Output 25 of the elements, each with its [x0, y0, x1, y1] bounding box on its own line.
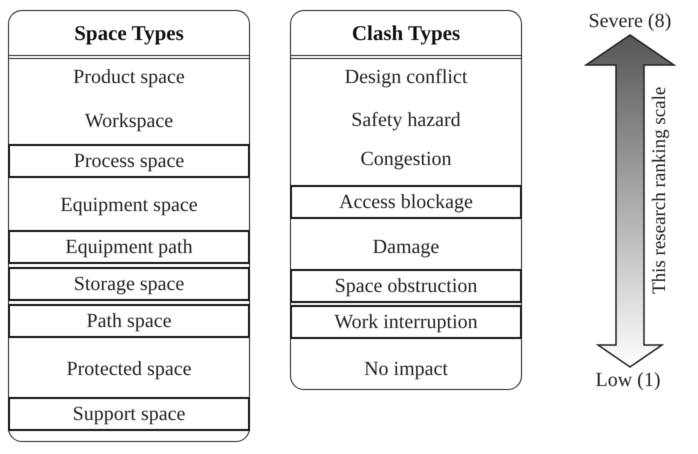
- scale-end-label: Low (1): [596, 369, 660, 392]
- highlighted-item: Process space: [8, 144, 250, 178]
- highlighted-item: Path space: [8, 304, 250, 338]
- scale-end-label: Severe (8): [588, 10, 672, 33]
- highlighted-item: Equipment path: [8, 230, 250, 264]
- list-panel: [8, 10, 250, 442]
- list-item: Safety hazard: [290, 103, 522, 137]
- list-item: No impact: [290, 352, 522, 386]
- list-item: Equipment space: [8, 188, 250, 222]
- scale-label: This research ranking scale: [648, 85, 671, 296]
- list-item: Damage: [290, 230, 522, 264]
- highlighted-item: Support space: [8, 397, 250, 431]
- panel-heading: Space Types: [9, 11, 249, 59]
- highlighted-item: Storage space: [8, 267, 250, 301]
- panel-heading: Clash Types: [291, 11, 521, 59]
- list-item: Protected space: [8, 352, 250, 386]
- list-item: Product space: [8, 60, 250, 94]
- highlighted-item: Access blockage: [290, 185, 522, 219]
- list-item: Congestion: [290, 142, 522, 176]
- highlighted-item: Work interruption: [290, 305, 522, 339]
- list-item: Workspace: [8, 104, 250, 138]
- double-headed-arrow: [584, 34, 676, 368]
- list-panel: [290, 10, 522, 390]
- list-item: Design conflict: [290, 60, 522, 94]
- highlighted-item: Space obstruction: [290, 269, 522, 303]
